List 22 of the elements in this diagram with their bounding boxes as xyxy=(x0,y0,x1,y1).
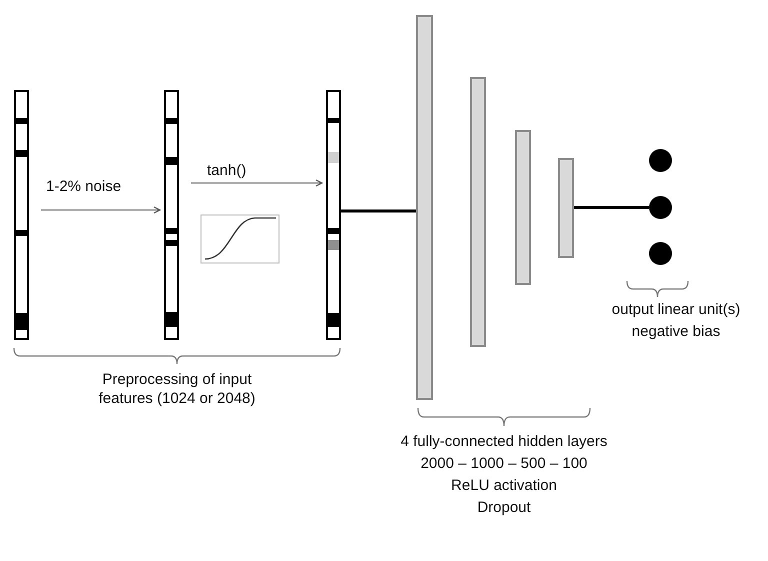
output-unit-circle xyxy=(649,149,672,172)
arrow xyxy=(190,179,323,187)
annotation-text: negative bias xyxy=(630,322,722,341)
hidden-layer-bar xyxy=(515,130,531,285)
input-vector-bar xyxy=(326,90,341,340)
annotation-text: 4 fully-connected hidden layers xyxy=(400,432,608,451)
hidden-layer-bar xyxy=(558,158,574,258)
edge-label: tanh() xyxy=(205,162,248,179)
connector-line xyxy=(341,210,416,212)
annotation-text: ReLU activation xyxy=(450,476,558,495)
hidden-layer-bar xyxy=(470,77,486,347)
annotation-text: Dropout xyxy=(476,498,532,517)
output-unit-circle xyxy=(649,242,672,265)
output-unit-circle xyxy=(649,196,672,219)
annotation-text: Preprocessing of input features (1024 or 2048) xyxy=(98,370,256,408)
annotation-text: output linear unit(s) xyxy=(610,300,742,319)
input-vector-bar xyxy=(164,90,179,340)
annotation-text: 2000 – 1000 – 500 – 100 xyxy=(420,454,588,473)
arrow xyxy=(40,206,161,214)
input-vector-bar xyxy=(14,90,29,340)
connector-line xyxy=(574,206,649,209)
hidden-layer-bar xyxy=(416,15,433,400)
